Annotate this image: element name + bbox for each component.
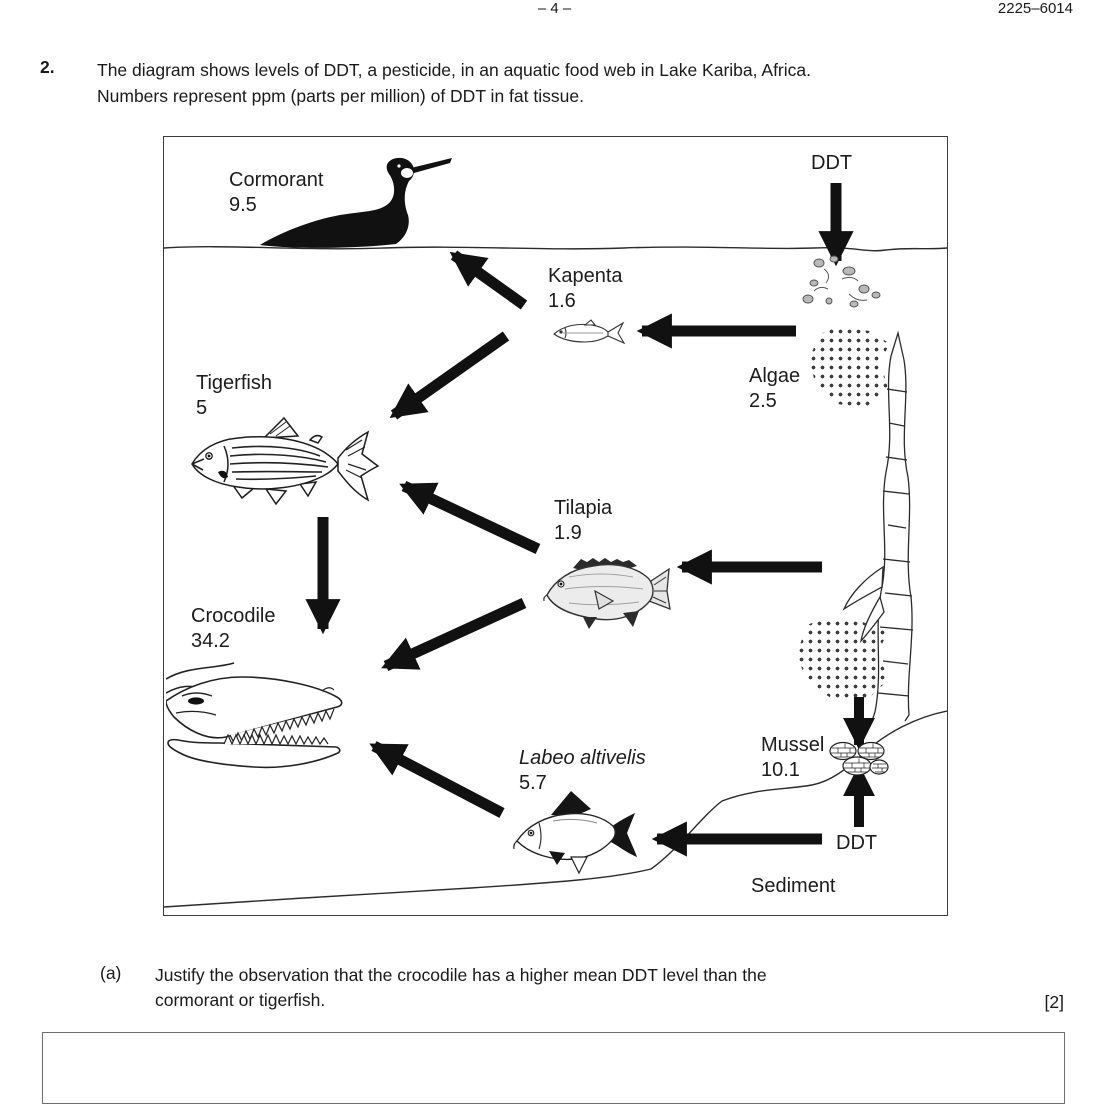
label-ddt-bottom: DDT [836, 831, 877, 856]
label-algae: Algae 2.5 [749, 364, 800, 414]
crocodile-illustration [166, 662, 343, 769]
label-sediment: Sediment [751, 874, 836, 899]
labeo-illustration [513, 791, 637, 875]
food-web-diagram: Cormorant 9.5 DDT Kapenta 1.6 Algae 2.5 … [163, 136, 948, 916]
tilapia-illustration [543, 558, 671, 629]
answer-box[interactable] [42, 1032, 1065, 1104]
label-kapenta: Kapenta 1.6 [548, 264, 623, 314]
sediment-text: Sediment [751, 875, 836, 897]
question-text: The diagram shows levels of DDT, a pesti… [97, 57, 811, 109]
document-code: 2225–6014 [997, 0, 1073, 17]
arrow-kapenta-to-cormorant [449, 250, 528, 310]
exam-page: { "header": { "page_number": "– 4 –", "d… [40, 0, 1073, 1104]
page-number: – 4 – [537, 0, 572, 17]
plankton-illustration [802, 255, 881, 308]
crocodile-ddt-value: 34.2 [191, 630, 230, 652]
part-a-marks: [2] [1044, 992, 1064, 1012]
part-a-line1: Justify the observation that the crocodi… [155, 965, 767, 985]
label-tilapia: Tilapia 1.9 [554, 496, 612, 546]
label-ddt-top: DDT [811, 151, 852, 176]
crocodile-name: Crocodile [191, 605, 276, 627]
label-tigerfish: Tigerfish 5 [196, 371, 272, 421]
algae-name: Algae [749, 365, 801, 387]
label-cormorant: Cormorant 9.5 [229, 168, 323, 218]
question-text-line2: Numbers represent ppm (parts per million… [97, 86, 584, 106]
tigerfish-illustration [191, 416, 380, 506]
mussel-illustration [829, 741, 889, 776]
kapenta-ddt-value: 1.6 [548, 290, 576, 312]
arrow-labeo-to-crocodile [369, 741, 505, 818]
question-text-line1: The diagram shows levels of DDT, a pesti… [97, 60, 811, 80]
arrow-tilapia-to-crocodile [381, 597, 527, 672]
tilapia-name: Tilapia [554, 497, 613, 519]
kapenta-name: Kapenta [548, 265, 623, 287]
part-a-label: (a) [100, 963, 122, 983]
labeo-name: Labeo altivelis [519, 747, 646, 769]
arrow-tilapia-to-tigerfish [399, 481, 541, 554]
kapenta-illustration [553, 319, 626, 345]
labeo-ddt-value: 5.7 [519, 772, 547, 794]
tigerfish-name: Tigerfish [196, 372, 272, 394]
label-labeo: Labeo altivelis 5.7 [519, 746, 646, 796]
tigerfish-ddt-value: 5 [196, 397, 208, 419]
mussel-name: Mussel [761, 734, 825, 756]
ddt-bottom-text: DDT [836, 832, 878, 854]
label-mussel: Mussel 10.1 [761, 733, 824, 783]
question-number: 2. [40, 57, 55, 77]
cormorant-illustration [260, 157, 452, 248]
arrow-kapenta-to-tigerfish [389, 331, 510, 420]
cormorant-ddt-value: 9.5 [229, 194, 257, 216]
water-surface-line [164, 246, 947, 252]
part-a-text: Justify the observation that the crocodi… [155, 963, 767, 1013]
tilapia-ddt-value: 1.9 [554, 522, 582, 544]
part-a-line2: cormorant or tigerfish. [155, 990, 326, 1010]
mussel-ddt-value: 10.1 [761, 759, 800, 781]
algae-ddt-value: 2.5 [749, 390, 777, 412]
aquatic-plant-illustration [842, 330, 914, 722]
ddt-top-text: DDT [811, 152, 853, 174]
label-crocodile: Crocodile 34.2 [191, 604, 275, 654]
cormorant-name: Cormorant [229, 169, 324, 191]
